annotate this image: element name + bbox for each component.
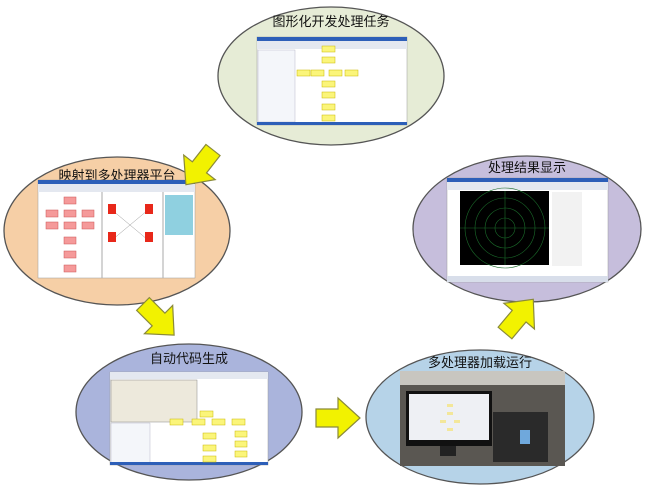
stage-title: 自动代码生成: [150, 352, 228, 367]
stage-title: 图形化开发处理任务: [272, 14, 389, 30]
stage-title: 处理结果显示: [488, 161, 566, 176]
app-screenshot: [37, 179, 196, 279]
stage-mapping: 映射到多处理器平台: [3, 156, 231, 306]
stage-result: 处理结果显示: [412, 155, 642, 303]
arrow-icon: [315, 397, 361, 439]
stage-title: 多处理器加载运行: [428, 355, 532, 371]
stage-load-run: 多处理器加载运行: [365, 349, 595, 485]
app-screenshot: [109, 371, 269, 466]
stage-codegen: 自动代码生成: [75, 343, 303, 481]
app-screenshot: [256, 36, 408, 126]
hardware-photo: [400, 371, 565, 466]
stage-graphical-dev: 图形化开发处理任务: [217, 6, 445, 146]
app-screenshot: [446, 177, 609, 283]
